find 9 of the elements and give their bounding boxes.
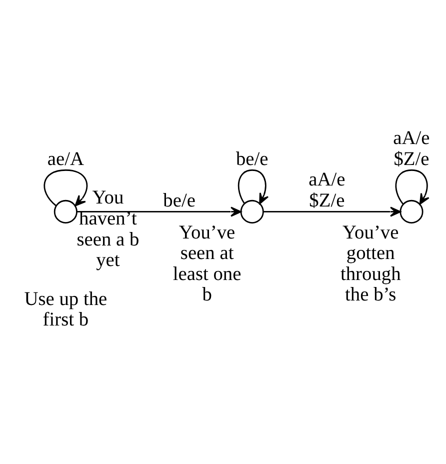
edge-label: ae/A [47,148,84,170]
edge-label: be/e [163,190,196,211]
edge-label: be/e [236,148,268,170]
node-label: You’ve gotten through the b’s [340,222,401,306]
edge-label: aA/e $Z/e [393,128,430,170]
edge-label: aA/e $Z/e [308,169,346,211]
node-label: You haven’t seen a b yet [76,187,140,271]
label: Use up the first b [24,288,108,330]
node-label: You’ve seen at least one b [172,222,242,306]
